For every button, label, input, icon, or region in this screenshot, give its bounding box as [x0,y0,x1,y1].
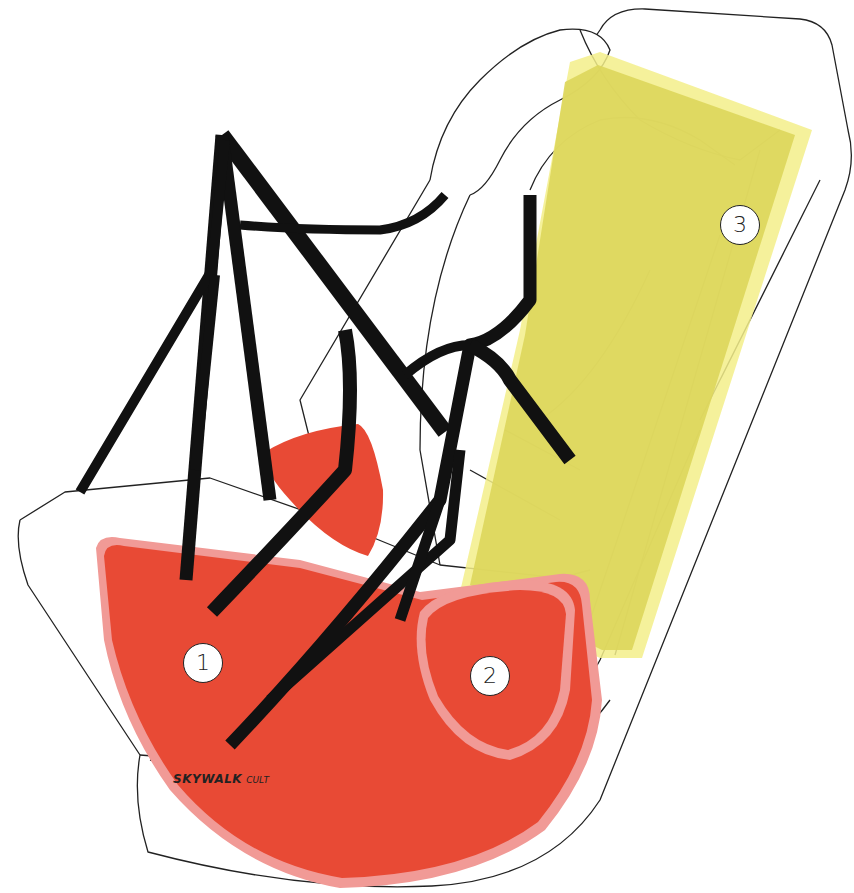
callout-number: 3 [720,205,760,245]
callout-number: 1 [183,643,223,683]
brand-logo: SKYWALK [173,772,242,786]
callout-number: 2 [470,656,510,696]
model-name: CULT [246,775,269,785]
